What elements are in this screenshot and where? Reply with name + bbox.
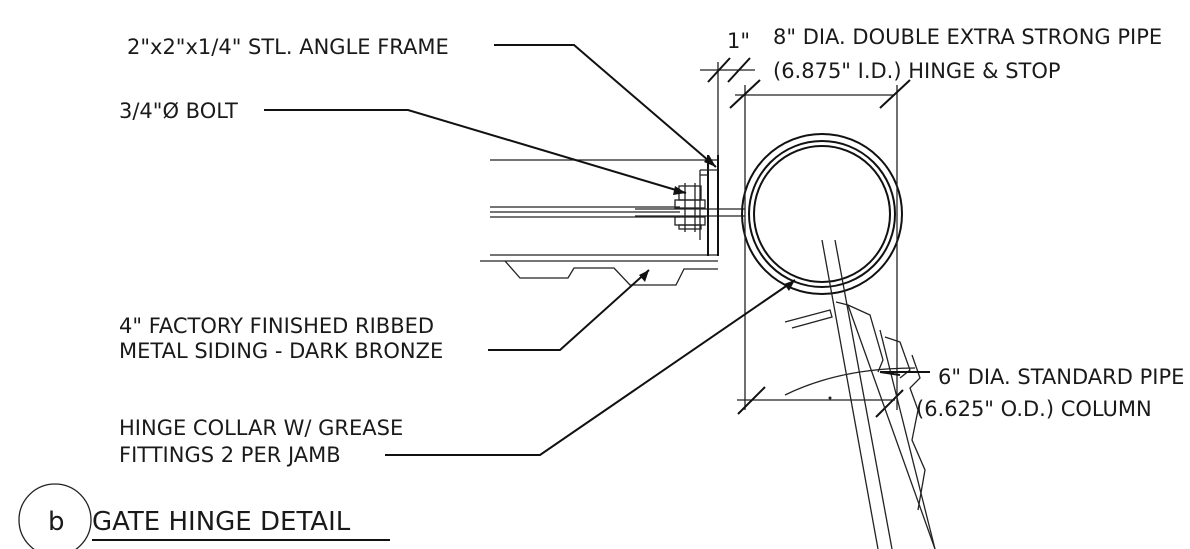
detail-bubble (18, 483, 92, 549)
bolt-label: 3/4"Ø BOLT (119, 99, 238, 123)
extension-lines (717, 62, 898, 410)
pipe-8in-label-line1: 8" DIA. DOUBLE EXTRA STRONG PIPE (773, 25, 1162, 49)
hinge-pipe-8in (741, 133, 903, 295)
column-pipe-6in (753, 145, 891, 283)
detail-title: b GATE HINGE DETAIL (18, 483, 390, 549)
dimension-marks (700, 57, 911, 418)
dim-1-inch-label: 1" (727, 29, 750, 53)
angle-frame-label: 2"x2"x1/4" STL. ANGLE FRAME (127, 35, 449, 59)
steel-angle-frame (699, 155, 719, 256)
gate-leaf-swung (784, 239, 936, 549)
pipe-8in-label-line2: (6.875" I.D.) HINGE & STOP (773, 59, 1061, 83)
ribbed-metal-siding (504, 260, 718, 286)
pipe-6in-label-line1: 6" DIA. STANDARD PIPE (938, 365, 1184, 389)
detail-title-text: GATE HINGE DETAIL (92, 507, 351, 537)
collar-label-line2: FITTINGS 2 PER JAMB (119, 443, 341, 467)
detail-letter: b (48, 507, 65, 537)
pipe-6in-label-line2: (6.625" O.D.) COLUMN (916, 397, 1152, 421)
leader-lines (264, 44, 930, 456)
collar-label-line1: HINGE COLLAR W/ GREASE (119, 416, 403, 440)
siding-label-line2: METAL SIDING - DARK BRONZE (119, 339, 443, 363)
siding-label-line1: 4" FACTORY FINISHED RIBBED (119, 314, 434, 338)
gate-frame (480, 159, 745, 262)
